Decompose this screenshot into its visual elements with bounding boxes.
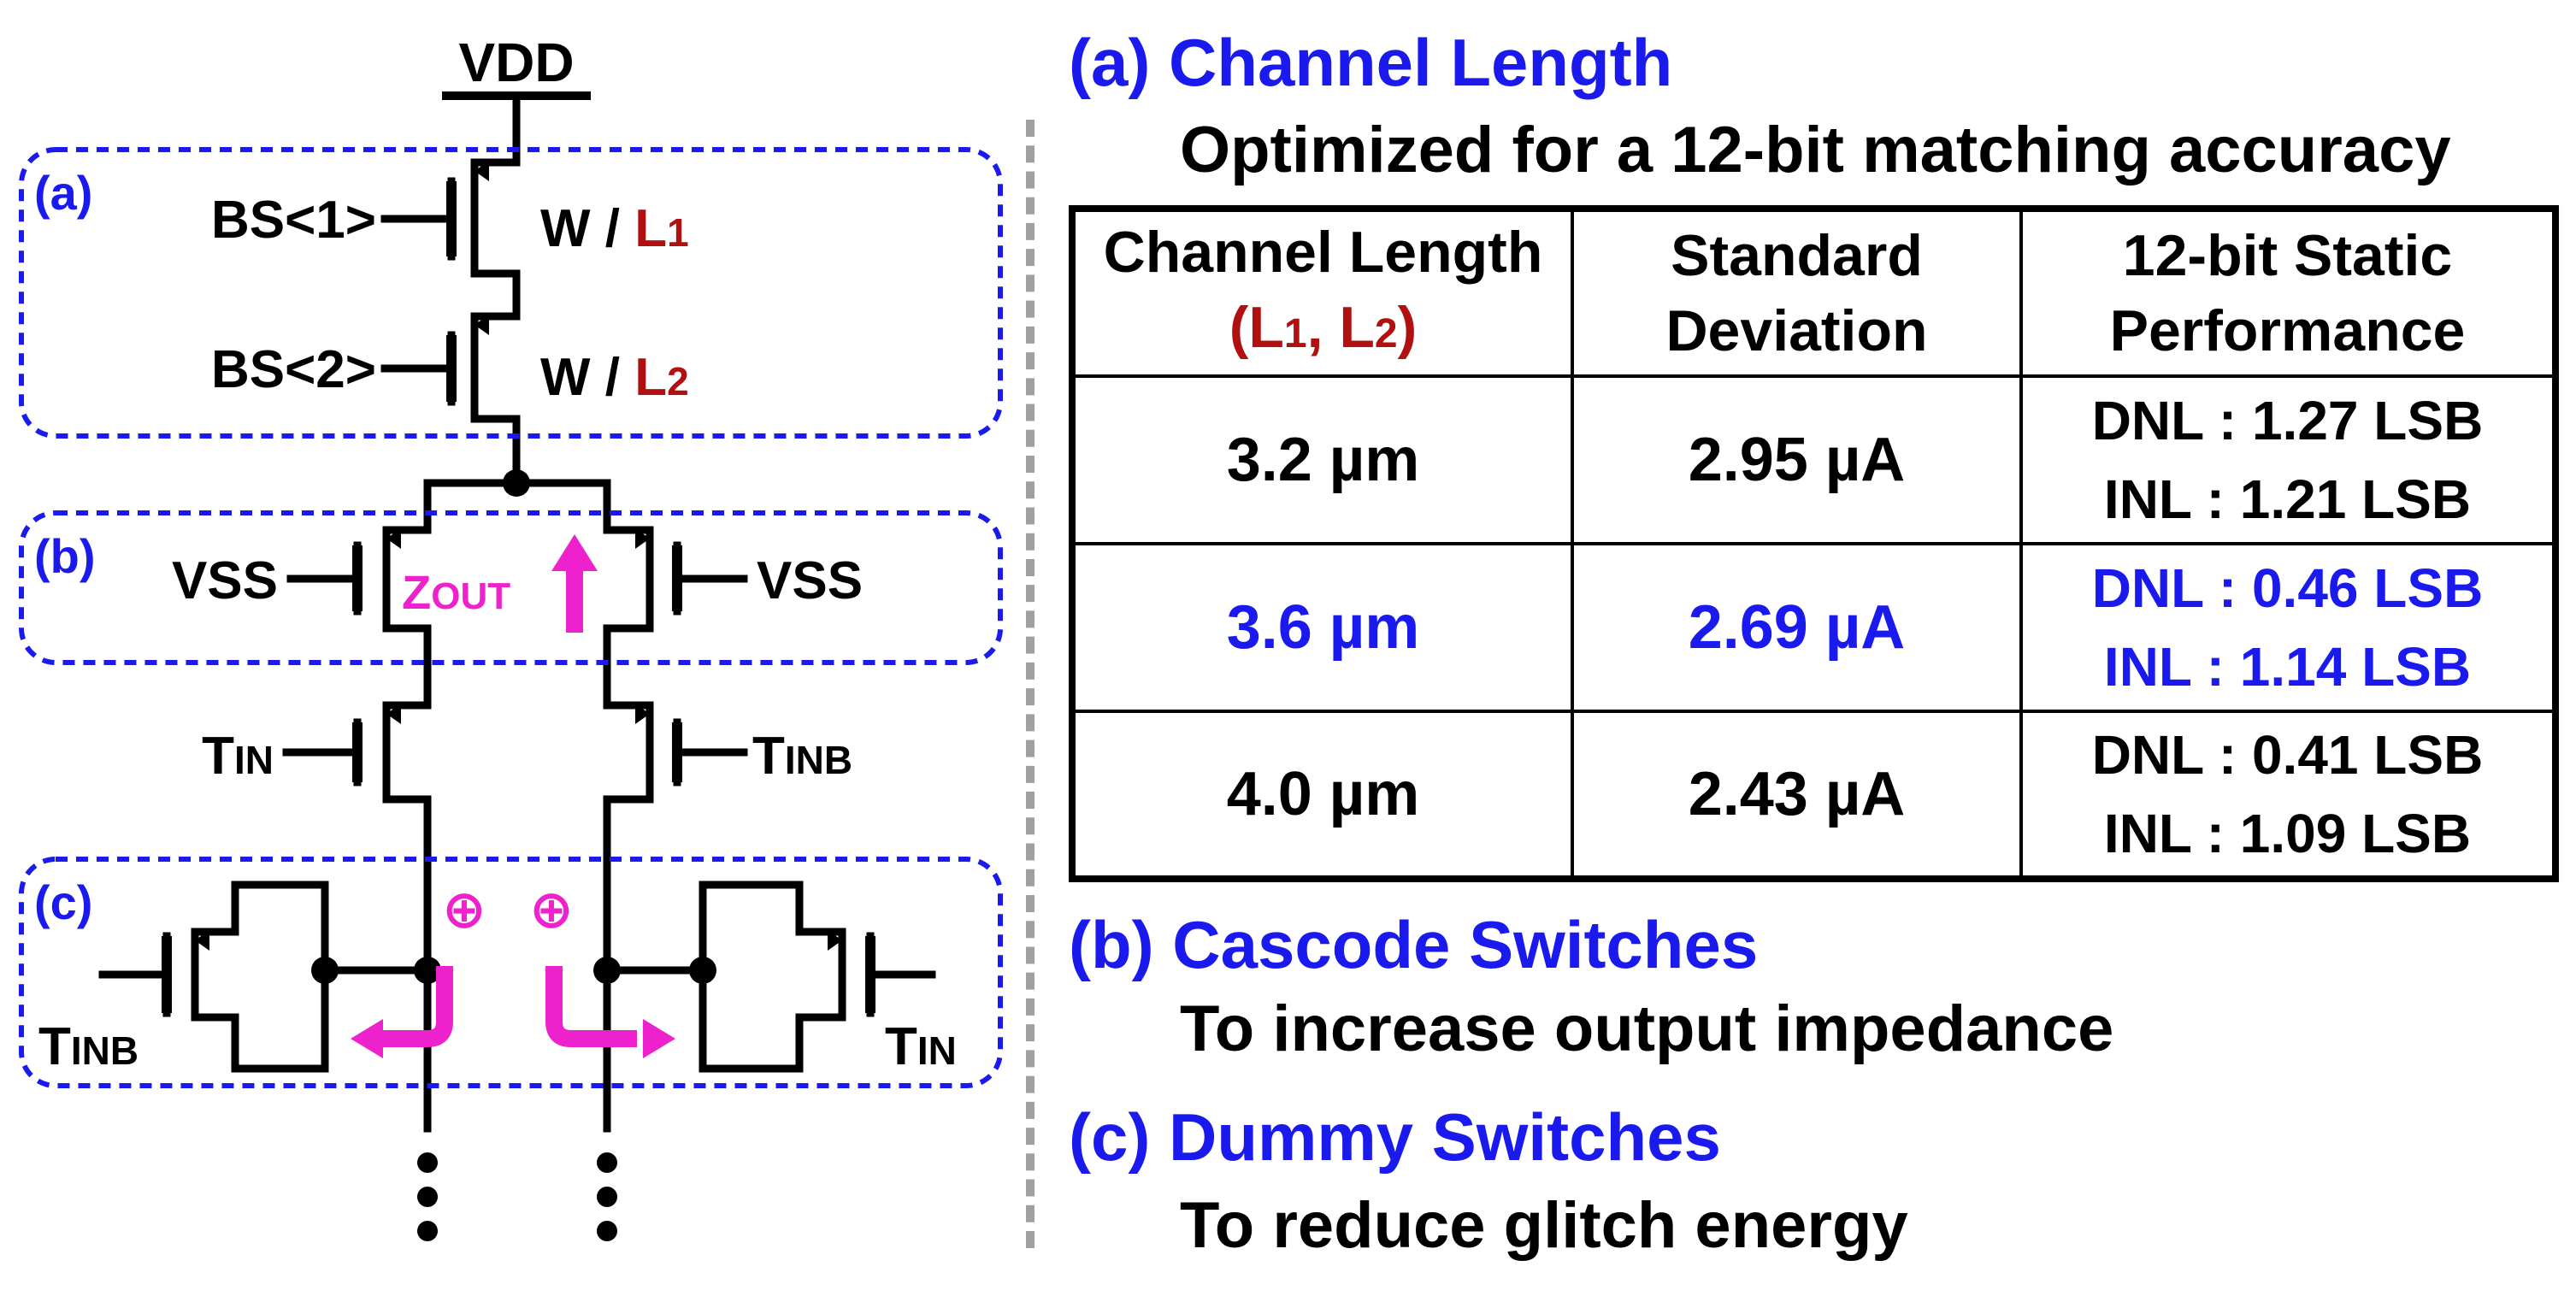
w-l2-label: W / L2 <box>540 348 689 407</box>
cell-performance: DNL : 0.46 LSB INL : 1.14 LSB <box>2019 542 2557 713</box>
col-channel-length-header: Channel Length (L1, L2) <box>1070 207 1574 378</box>
junction-dot <box>689 957 716 984</box>
col-performance-header: 12-bit Static Performance <box>2019 207 2557 378</box>
gate-plate <box>446 181 457 256</box>
w-l1-label: W / L1 <box>540 199 689 258</box>
continuation-dot <box>597 1152 617 1173</box>
bs2-label: BS<2> <box>211 340 376 399</box>
section-a-subtitle: Optimized for a 12-bit matching accuracy <box>1180 114 2451 186</box>
inl-value: INL : 1.21 LSB <box>2103 468 2472 530</box>
gate-plate <box>446 335 457 402</box>
tinb-switch-label: TINB <box>752 727 852 786</box>
cell-length: 3.2 µm <box>1070 374 1574 545</box>
pmos-arrow <box>195 930 209 951</box>
header-text: Standard <box>1671 223 1923 288</box>
continuation-dot <box>597 1221 617 1241</box>
vdd-label: VDD <box>458 32 574 93</box>
continuation-dot <box>417 1152 438 1173</box>
gate-plate <box>865 936 875 1013</box>
bs1-label: BS<1> <box>211 191 376 250</box>
junction-dot <box>414 957 441 984</box>
continuation-dot <box>597 1187 617 1207</box>
header-text: Deviation <box>1665 298 1928 363</box>
cell-std: 2.69 µA <box>1571 542 2023 713</box>
gate-plate <box>672 545 682 611</box>
channel-length-table: Channel Length (L1, L2) Standard Deviati… <box>1069 205 2559 882</box>
cell-performance: DNL : 0.41 LSB INL : 1.09 LSB <box>2019 710 2557 881</box>
tin-switch-label: TIN <box>202 727 274 786</box>
table-header-row: Channel Length (L1, L2) Standard Deviati… <box>1070 207 2557 378</box>
pmos-arrow <box>828 930 842 951</box>
tinb-dummy-label: TINB <box>38 1017 139 1076</box>
continuation-dot <box>417 1187 438 1207</box>
pmos-arrow <box>635 704 650 724</box>
pmos-arrow <box>386 528 401 549</box>
current-arrow-right-head <box>643 1019 675 1058</box>
gate-plate <box>672 722 682 782</box>
inl-value: INL : 1.09 LSB <box>2103 803 2472 864</box>
header-text: Channel Length <box>1103 220 1543 285</box>
pmos-arrow <box>475 315 489 335</box>
header-subtext: (L1, L2) <box>1229 295 1418 360</box>
cascode-current-cell-schematic: VDD (a) (b) (c) BS<1> BS<2> W / L1 W / L… <box>19 32 1003 1241</box>
table-row-highlight: 3.6 µm 2.69 µA DNL : 0.46 LSB INL : 1.14… <box>1070 542 2557 713</box>
current-arrow-left-head <box>351 1019 383 1058</box>
oplus-right-icon: ⊕ <box>529 881 574 940</box>
oplus-left-icon: ⊕ <box>442 881 486 940</box>
gate-plate <box>352 722 363 782</box>
pmos-arrow <box>475 161 489 181</box>
pmos-arrow <box>635 528 650 549</box>
section-divider <box>1026 120 1035 1248</box>
box-b-label: (b) <box>34 529 96 583</box>
cell-length: 4.0 µm <box>1070 710 1574 881</box>
section-b-subtitle: To increase output impedance <box>1180 993 2114 1065</box>
table-row: 3.2 µm 2.95 µA DNL : 1.27 LSB INL : 1.21… <box>1070 374 2557 545</box>
section-b-title: (b) Cascode Switches <box>1069 907 1759 982</box>
cell-length: 3.6 µm <box>1070 542 1574 713</box>
vss-left-label: VSS <box>172 551 278 610</box>
continuation-dot <box>417 1221 438 1241</box>
section-c-subtitle: To reduce glitch energy <box>1180 1189 1908 1262</box>
cell-performance: DNL : 1.27 LSB INL : 1.21 LSB <box>2019 374 2557 545</box>
section-a-title: (a) Channel Length <box>1069 25 1673 100</box>
dnl-value: DNL : 1.27 LSB <box>2091 390 2484 451</box>
header-text: 12-bit Static <box>2122 223 2453 288</box>
zout-label: ZOUT <box>402 565 510 619</box>
gate-plate <box>352 545 363 611</box>
tin-dummy-label: TIN <box>885 1017 957 1076</box>
junction-dot <box>311 957 339 984</box>
current-arrow-right <box>545 966 637 1047</box>
zout-arrow-head <box>551 534 598 571</box>
box-c <box>19 857 1003 1088</box>
box-a-label: (a) <box>34 166 92 220</box>
vss-right-label: VSS <box>757 551 863 610</box>
cell-std: 2.95 µA <box>1571 374 2023 545</box>
pmos-arrow <box>386 704 401 724</box>
box-b <box>19 510 1003 665</box>
header-text: Performance <box>2109 298 2466 363</box>
cell-std: 2.43 µA <box>1571 710 2023 881</box>
col-std-dev-header: Standard Deviation <box>1571 207 2023 378</box>
gate-plate <box>162 936 172 1013</box>
box-a <box>19 147 1003 439</box>
table-row: 4.0 µm 2.43 µA DNL : 0.41 LSB INL : 1.09… <box>1070 710 2557 881</box>
dnl-value: DNL : 0.46 LSB <box>2091 557 2484 619</box>
current-arrow-left <box>376 966 453 1047</box>
dnl-value: DNL : 0.41 LSB <box>2091 724 2484 786</box>
box-c-label: (c) <box>34 875 92 929</box>
junction-dot <box>593 957 621 984</box>
junction-dot <box>503 469 530 497</box>
section-c-title: (c) Dummy Switches <box>1069 1099 1721 1175</box>
inl-value: INL : 1.14 LSB <box>2103 636 2472 698</box>
